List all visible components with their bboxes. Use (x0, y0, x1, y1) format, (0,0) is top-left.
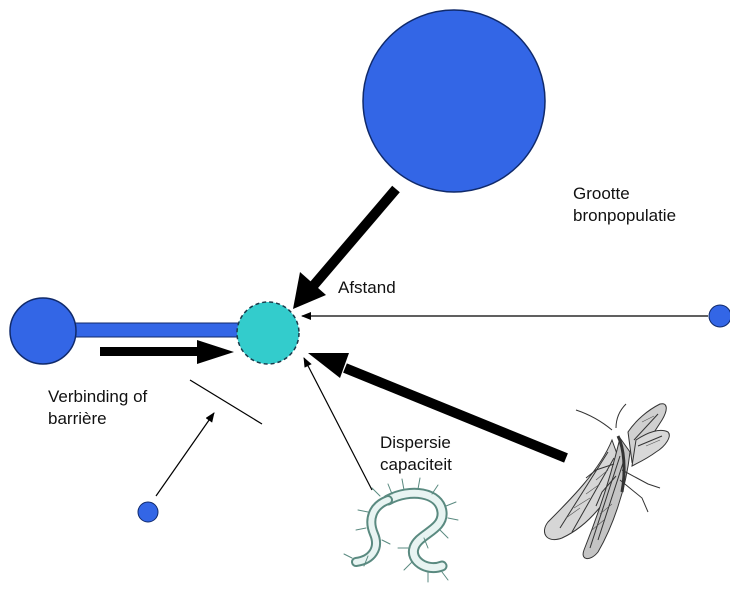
target-habitat-patch (237, 302, 299, 364)
source-size-label-line2: bronpopulatie (573, 205, 676, 227)
corridor-connection (68, 323, 240, 337)
corridor-arrow (100, 340, 234, 364)
larva-icon (344, 478, 458, 582)
caddisfly-icon (544, 404, 669, 559)
barrier-line (190, 380, 262, 424)
distance-label: Afstand (338, 277, 396, 299)
distance-label-text: Afstand (338, 277, 396, 299)
connection-label-line1: Verbinding of (48, 386, 147, 408)
barrier-crossing-arrow (156, 413, 214, 496)
bottom-small-population (138, 502, 158, 522)
dispersal-label: Dispersie capaciteit (380, 432, 452, 476)
dispersal-label-line2: capaciteit (380, 454, 452, 476)
left-source-population (10, 298, 76, 364)
connection-label-line2: barrière (48, 408, 147, 430)
dispersal-label-line1: Dispersie (380, 432, 452, 454)
large-source-population (363, 10, 545, 192)
connection-label: Verbinding of barrière (48, 386, 147, 430)
right-small-population (709, 305, 730, 327)
source-size-label-line1: Grootte (573, 183, 676, 205)
source-size-label: Grootte bronpopulatie (573, 183, 676, 227)
